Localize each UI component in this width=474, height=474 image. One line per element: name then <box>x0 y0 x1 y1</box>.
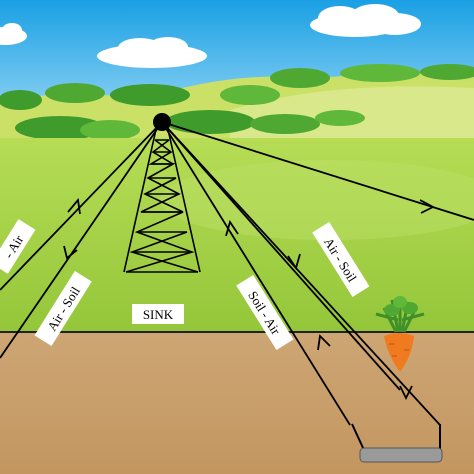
arrow-up-left <box>67 197 81 215</box>
ray-left-outer <box>0 121 163 291</box>
arrow-right-far <box>419 199 435 214</box>
bush-icon <box>0 64 474 140</box>
sink-label-box <box>132 304 184 324</box>
ray-right-far <box>161 121 474 221</box>
arrow-up-mid <box>225 219 239 237</box>
sink-node <box>153 113 171 131</box>
carrot-icon <box>375 296 425 372</box>
arrow-heads <box>63 197 435 401</box>
arrow-down-left <box>63 245 78 260</box>
cloud-icon <box>310 4 421 37</box>
ray-soil-air <box>161 121 351 426</box>
sink-label: SINK <box>143 307 174 322</box>
cloud-icon <box>0 23 27 45</box>
tower-icon <box>123 124 201 273</box>
ray-air-soil <box>161 121 441 426</box>
ray-sink-down <box>161 121 401 391</box>
arrow-down-low <box>399 385 413 401</box>
ray-left-inner <box>0 121 163 359</box>
signal-rays <box>0 121 474 426</box>
sensor-node-icon <box>351 423 443 463</box>
arrow-up-low <box>317 334 331 351</box>
cloud-icon <box>97 37 207 68</box>
arrow-down-mid <box>287 253 301 271</box>
